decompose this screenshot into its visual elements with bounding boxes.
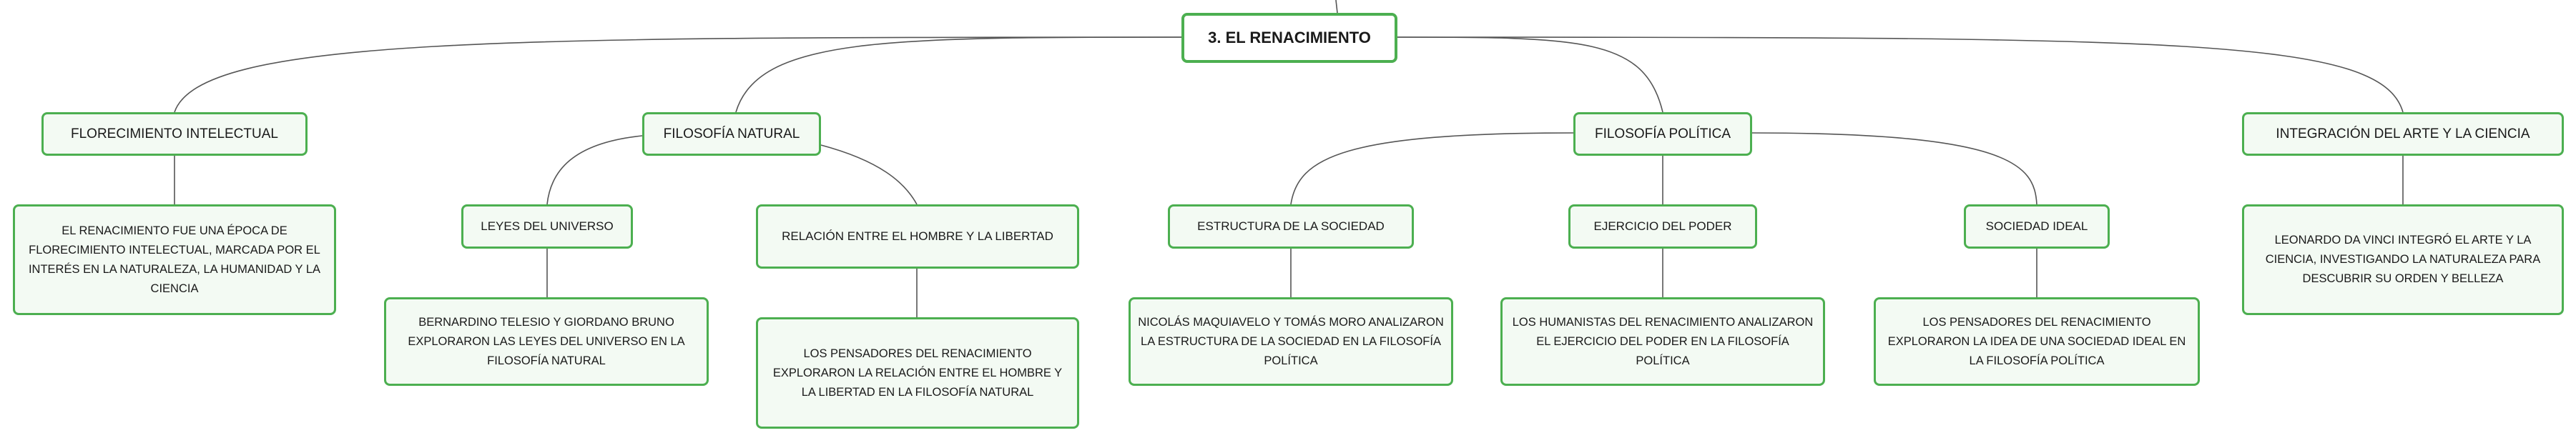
edge-root-filosofia-natural [735, 36, 1184, 113]
topic-filosofia-politica[interactable]: FILOSOFÍA POLÍTICA [1573, 112, 1752, 156]
topic-filosofia-natural[interactable]: FILOSOFÍA NATURAL [642, 112, 821, 156]
subtopic-sociedad-ideal[interactable]: SOCIEDAD IDEAL [1964, 204, 2110, 249]
desc-estructura-sociedad[interactable]: NICOLÁS MAQUIAVELO Y TOMÁS MORO ANALIZAR… [1129, 297, 1453, 386]
subtopic-estructura-sociedad[interactable]: ESTRUCTURA DE LA SOCIEDAD [1168, 204, 1414, 249]
edge-incoming-root [1335, 0, 1338, 14]
desc-florecimiento-intelectual[interactable]: EL RENACIMIENTO FUE UNA ÉPOCA DE FLORECI… [13, 204, 336, 315]
topic-florecimiento-intelectual[interactable]: FLORECIMIENTO INTELECTUAL [41, 112, 308, 156]
edge-politica-ideal [1751, 132, 2037, 205]
desc-ejercicio-poder[interactable]: LOS HUMANISTAS DEL RENACIMIENTO ANALIZAR… [1500, 297, 1825, 386]
edge-root-integracion [1394, 36, 2404, 113]
subtopic-ejercicio-poder[interactable]: EJERCICIO DEL PODER [1568, 204, 1757, 249]
desc-integracion-arte-ciencia[interactable]: LEONARDO DA VINCI INTEGRÓ EL ARTE Y LA C… [2242, 204, 2564, 315]
root-node[interactable]: 3. EL RENACIMIENTO [1181, 13, 1397, 63]
topic-integracion-arte-ciencia[interactable]: INTEGRACIÓN DEL ARTE Y LA CIENCIA [2242, 112, 2564, 156]
subtopic-relacion-hombre-libertad[interactable]: RELACIÓN ENTRE EL HOMBRE Y LA LIBERTAD [756, 204, 1079, 269]
desc-relacion-hombre-libertad[interactable]: LOS PENSADORES DEL RENACIMIENTO EXPLORAR… [756, 317, 1079, 429]
edge-natural-leyes [546, 135, 643, 205]
desc-sociedad-ideal[interactable]: LOS PENSADORES DEL RENACIMIENTO EXPLORAR… [1874, 297, 2200, 386]
edge-root-florecimiento [174, 36, 1184, 113]
edge-politica-estructura [1290, 132, 1574, 205]
subtopic-leyes-del-universo[interactable]: LEYES DEL UNIVERSO [461, 204, 633, 249]
edge-root-filosofia-politica [1394, 36, 1663, 113]
desc-leyes-del-universo[interactable]: BERNARDINO TELESIO Y GIORDANO BRUNO EXPL… [384, 297, 709, 386]
edge-natural-relacion [820, 144, 918, 205]
